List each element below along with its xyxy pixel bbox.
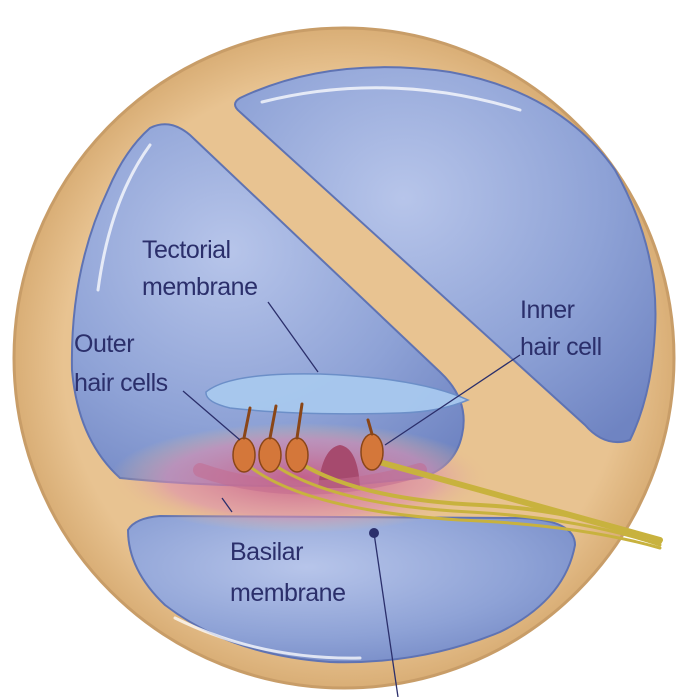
outer-hair-cell bbox=[286, 438, 308, 472]
inner-hair-cell-label-line2: hair cell bbox=[520, 333, 602, 361]
outer-hair-cell bbox=[259, 438, 281, 472]
tectorial-membrane-label-line2: membrane bbox=[142, 273, 258, 301]
basilar-membrane-label-line1: Basilar bbox=[230, 538, 303, 566]
inner-hair-cell-label-line1: Inner bbox=[520, 296, 575, 324]
pointer-dot bbox=[369, 528, 379, 538]
tectorial-membrane-label-line1: Tectorial bbox=[142, 236, 231, 264]
basilar-membrane-label-line2: membrane bbox=[230, 579, 346, 607]
outer-hair-cells-label-line1: Outer bbox=[74, 330, 134, 358]
outer-hair-cell bbox=[233, 438, 255, 472]
outer-hair-cells-label-line2: hair cells bbox=[74, 369, 168, 397]
